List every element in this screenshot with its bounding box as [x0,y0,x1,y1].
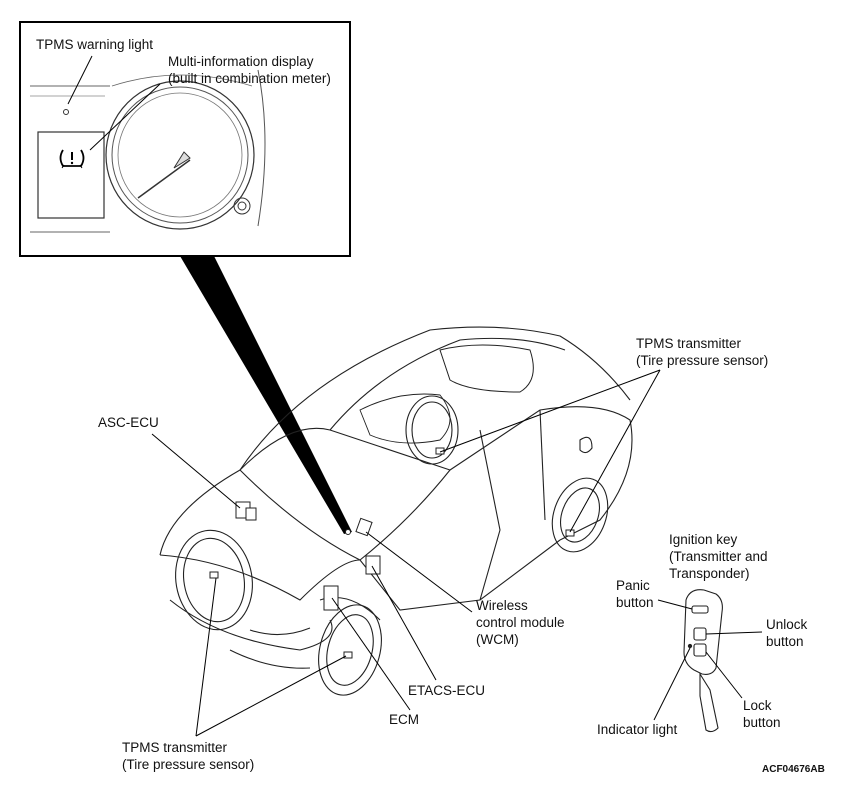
unlock-button [693,627,707,641]
lock-button [693,643,707,657]
lock-line-1: Lock [743,698,772,713]
ecm-text: ECM [389,712,419,727]
tpms-transmitter-rear-label: TPMS transmitter (Tire pressure sensor) [636,335,768,369]
rear-left-wheel [405,395,459,465]
asc-ecu-text: ASC-ECU [98,415,159,430]
zoom-wedge [180,256,352,534]
unlock-line-2: button [766,634,804,649]
tpms-front-line-1: TPMS transmitter [122,740,228,755]
mid-line-1: Multi-information display [168,54,314,69]
wcm-line-1: Wireless [476,598,528,613]
front-right-wheel [318,604,382,696]
front-left-wheel [175,529,253,631]
ignition-key-line-3: Transponder) [669,566,750,581]
figure-code: ACF04676AB [762,764,825,775]
lock-line-2: button [743,715,781,730]
wcm-label: Wireless control module (WCM) [476,597,565,648]
etacs-ecu-text: ETACS-ECU [408,683,486,698]
ignition-key-line-2: (Transmitter and [669,549,768,564]
ecm-part [323,585,339,611]
panic-line-1: Panic [616,578,650,593]
multi-information-display-label: Multi-information display (built in comb… [168,53,331,87]
tpms-rear-line-1: TPMS transmitter [636,336,742,351]
tpms-warning-icon [59,149,85,169]
inset-panel [19,21,351,257]
asc-ecu-label: ASC-ECU [98,414,159,431]
car-leaders [151,369,661,737]
component-marks [209,447,575,659]
tpms-warning-light-label: TPMS warning light [36,36,153,53]
etacs-ecu-label: ETACS-ECU [408,682,485,699]
indicator-light-text: Indicator light [597,722,678,737]
ignition-key-label: Ignition key (Transmitter and Transponde… [669,531,768,582]
key-leaders [653,599,763,721]
speedometer-icon [105,80,255,230]
lock-button-label: Lock button [743,697,781,731]
wcm-line-3: (WCM) [476,632,519,647]
panic-line-2: button [616,595,654,610]
tpms-transmitter-front-label: TPMS transmitter (Tire pressure sensor) [122,739,254,773]
car-outline [159,326,633,696]
wcm-line-2: control module [476,615,565,630]
indicator-light-label: Indicator light [597,721,677,738]
etacs-ecu-part [365,555,381,575]
unlock-line-1: Unlock [766,617,808,632]
mid-line-2: (built in combination meter) [168,71,331,86]
ecm-label: ECM [389,711,419,728]
wcm-part [355,517,373,537]
tpms-warning-light-text: TPMS warning light [36,37,154,52]
panic-button-label: Panic button [616,577,654,611]
unlock-button-label: Unlock button [766,616,807,650]
multi-information-display [37,131,105,219]
tpms-warning-light-lamp [63,109,69,115]
ignition-key-line-1: Ignition key [669,532,738,547]
rear-right-wheel [551,477,609,553]
panic-button [691,605,709,614]
tpms-front-line-2: (Tire pressure sensor) [122,757,255,772]
tpms-rear-line-2: (Tire pressure sensor) [636,353,769,368]
ignition-key-icon [683,589,723,733]
indicator-light [687,643,693,649]
